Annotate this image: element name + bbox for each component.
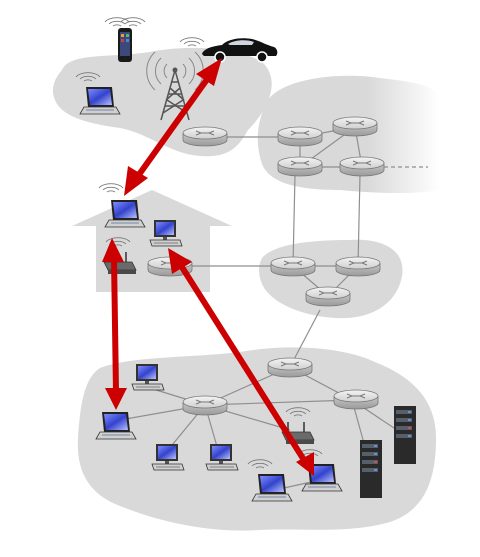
arrow-car-to-home-laptop [124, 58, 222, 196]
server-1-icon [360, 440, 382, 498]
arrow-home-router-to-enterprise-laptop [168, 248, 314, 476]
isp-router-4-icon [339, 156, 385, 177]
isp-router-3-icon [277, 156, 323, 177]
mobile-router-icon [182, 126, 228, 147]
regional-router-1-icon [270, 256, 316, 277]
regional-router-2-icon [335, 256, 381, 277]
isp-router-2-icon [332, 116, 378, 137]
enterprise-switch-icon [182, 395, 228, 416]
regional-network-region [259, 239, 403, 319]
arrow-home-laptop-to-enterprise-laptop [102, 238, 127, 410]
regional-router-3-icon [305, 286, 351, 307]
car-icon [179, 37, 278, 63]
isp-router-1-icon [277, 126, 323, 147]
enterprise-router-2-icon [333, 389, 379, 410]
smartphone-icon [104, 17, 146, 62]
enterprise-router-1-icon [267, 357, 313, 378]
server-2-icon [394, 406, 416, 464]
cell-tower-icon [146, 51, 204, 121]
